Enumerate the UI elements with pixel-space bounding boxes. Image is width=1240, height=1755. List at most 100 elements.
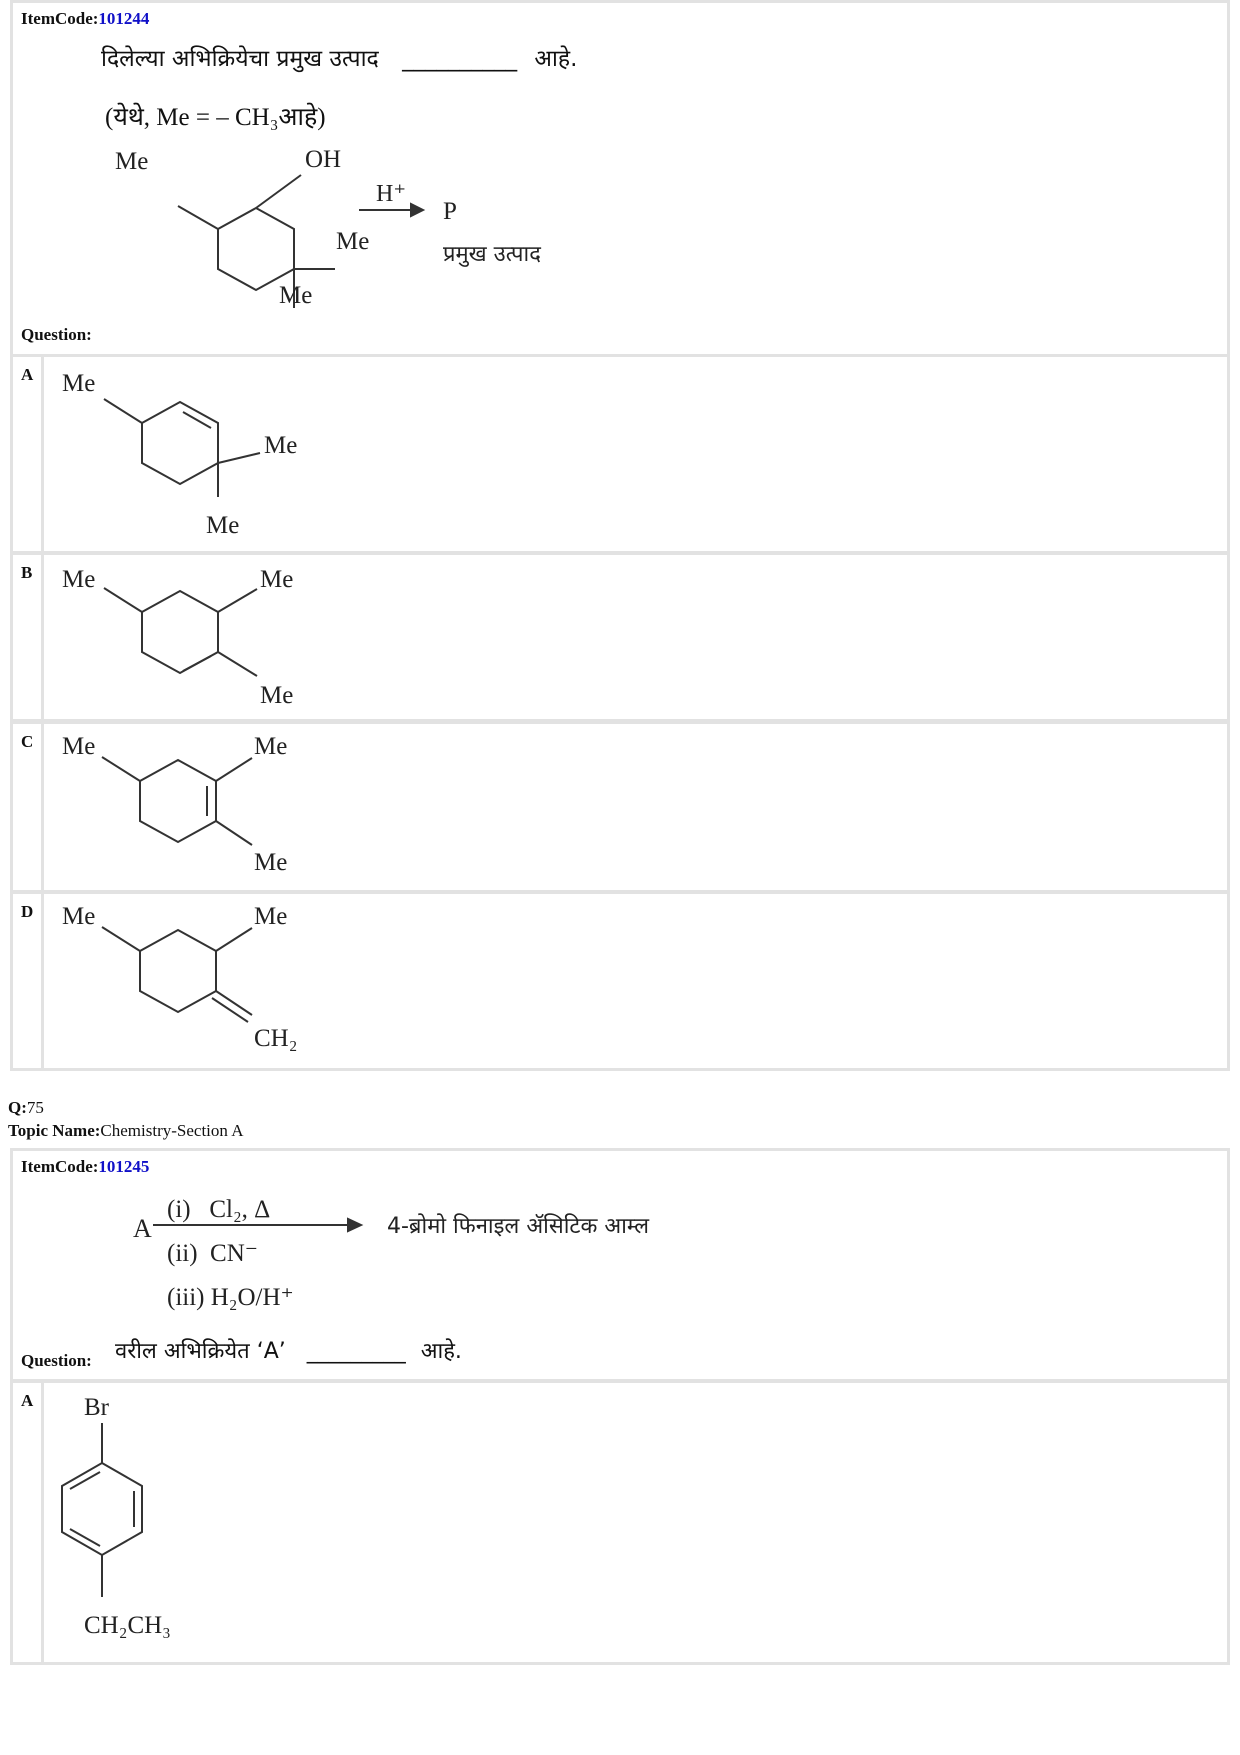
bond-me-top xyxy=(101,756,141,782)
arrowhead-icon xyxy=(410,202,426,218)
benzene-ring xyxy=(61,1461,143,1557)
item-code: ItemCode:101244 xyxy=(21,9,149,29)
option-letter: C xyxy=(21,732,34,751)
label-oh: OH xyxy=(305,146,341,173)
label-me-2: Me xyxy=(254,733,287,760)
bond-me-topright xyxy=(217,588,258,613)
label-me-2: Me xyxy=(254,903,287,930)
structure-q75-a: Br CH₂CH₃ xyxy=(61,1394,171,1639)
label-br: Br xyxy=(84,1394,110,1421)
exo-double-bond-2 xyxy=(211,997,249,1023)
step-3: (iii) H₂O/H⁺ xyxy=(167,1284,294,1311)
q75-option-a[interactable]: A Br CH₂CH₃ xyxy=(10,1380,1230,1665)
label-me-2: Me xyxy=(260,566,293,593)
question-75-header: Q:75 Topic Name:Chemistry-Section A xyxy=(8,1098,243,1141)
statement-text: दिलेल्या अभिक्रियेचा प्रमुख उत्पाद xyxy=(101,46,379,72)
product-note: प्रमुख उत्पाद xyxy=(443,242,541,267)
question-text-line: वरील अभिक्रियेत ‘A’ _________ आहे. xyxy=(115,1335,462,1365)
bond-oh xyxy=(255,174,302,209)
option-c[interactable]: C Me Me Me xyxy=(10,721,1230,893)
bond-me xyxy=(177,205,219,230)
label-me-1: Me xyxy=(62,370,95,397)
label-me-2: Me xyxy=(264,432,297,459)
double-bond xyxy=(182,411,212,429)
option-cell: Br CH₂CH₃ xyxy=(41,1383,1227,1662)
label-me-1: Me xyxy=(62,733,95,760)
statement-line-2: (येथे, Me = – CH₃आहे) xyxy=(105,104,326,131)
product-label: P xyxy=(443,198,457,225)
label-me-3: Me xyxy=(260,682,293,709)
statement-line-1: दिलेल्या अभिक्रियेचा प्रमुख उत्पाद _____… xyxy=(101,41,577,73)
structure-d: Me Me CH₂ xyxy=(62,903,297,1052)
bond-me-topright xyxy=(215,927,253,952)
ring xyxy=(139,758,217,844)
label-me-3: Me xyxy=(279,282,312,309)
option-letter: B xyxy=(21,563,33,582)
label-me-1: Me xyxy=(62,903,95,930)
label-me-3: Me xyxy=(206,512,239,539)
label-me-1: Me xyxy=(62,566,95,593)
topic-line: Topic Name:Chemistry-Section A xyxy=(8,1121,243,1141)
bond-me-top xyxy=(101,926,141,952)
option-cell: Me Me Me xyxy=(41,555,1227,719)
item-code-value: 101245 xyxy=(98,1157,150,1176)
option-letter: D xyxy=(21,902,34,921)
q-number: 75 xyxy=(26,1098,44,1117)
question-74-box: ItemCode:101244 दिलेल्या अभिक्रियेचा प्र… xyxy=(10,0,1230,358)
ring xyxy=(141,400,219,486)
bond-me-bottomright xyxy=(217,651,258,677)
answer-blank: _________ xyxy=(306,1339,406,1364)
step-1: (i) Cl₂, Δ xyxy=(167,1196,270,1223)
item-code-value: 101244 xyxy=(98,9,150,28)
ring xyxy=(139,928,217,1014)
arrowhead-icon xyxy=(347,1217,364,1233)
question-75-box: ItemCode:101245 A (i) Cl₂, Δ (ii) CN⁻ (i… xyxy=(10,1148,1230,1382)
question-number: Q:75 xyxy=(8,1098,243,1118)
structure-a: Me Me Me xyxy=(62,370,297,539)
reaction-scheme: A (i) Cl₂, Δ (ii) CN⁻ (iii) H₂O/H⁺ 4-ब्र… xyxy=(133,1196,650,1311)
bond-me-topright xyxy=(215,757,253,782)
reaction-scheme: Me OH Me Me H⁺ P प्रमुख उत्पाद xyxy=(115,146,541,309)
option-cell: Me Me Me xyxy=(41,724,1227,890)
reactant-label: A xyxy=(133,1214,152,1243)
option-cell: Me Me Me xyxy=(41,357,1227,551)
label-me-1: Me xyxy=(115,148,148,175)
structure-b: Me Me Me xyxy=(62,566,293,709)
product-label: 4-ब्रोमो फिनाइल ॲसिटिक आम्ल xyxy=(387,1213,650,1239)
double-bond xyxy=(182,655,212,672)
bond-me-top xyxy=(103,587,143,613)
option-a[interactable]: A Me Me Me xyxy=(10,354,1230,554)
inner-bond-2 xyxy=(69,1528,101,1547)
question-end: आहे. xyxy=(420,1339,462,1364)
option-letter: A xyxy=(21,365,34,384)
topic-label: Topic Name: xyxy=(8,1121,101,1140)
reagent-label: H⁺ xyxy=(376,181,406,207)
label-me-2: Me xyxy=(336,228,369,255)
bond-me-right xyxy=(217,452,261,464)
ring xyxy=(141,589,219,675)
step-2: (ii) CN⁻ xyxy=(167,1240,258,1267)
option-cell: Me Me CH₂ xyxy=(41,894,1227,1068)
question-text: वरील अभिक्रियेत ‘A’ xyxy=(115,1339,286,1364)
option-b[interactable]: B Me Me Me xyxy=(10,552,1230,722)
label-ethyl: CH₂CH₃ xyxy=(84,1612,171,1639)
label-ch2: CH₂ xyxy=(254,1025,297,1052)
item-code-label: ItemCode: xyxy=(21,1157,99,1176)
option-letter: A xyxy=(21,1391,34,1410)
inner-bond-3 xyxy=(69,1471,101,1490)
topic-value: Chemistry-Section A xyxy=(100,1121,244,1140)
q-label: Q: xyxy=(8,1098,27,1117)
question-label: Question: xyxy=(21,1351,92,1370)
cyclohexane-ring xyxy=(217,206,295,292)
statement-end: आहे. xyxy=(534,46,578,72)
bond-me-top xyxy=(103,398,143,424)
item-code-label: ItemCode: xyxy=(21,9,99,28)
option-d[interactable]: D Me Me CH₂ xyxy=(10,891,1230,1071)
exo-double-bond-1 xyxy=(215,990,253,1016)
question-label: Question: xyxy=(21,325,92,344)
label-me-3: Me xyxy=(254,849,287,876)
structure-c: Me Me Me xyxy=(62,733,287,876)
answer-blank: __________ xyxy=(402,46,518,72)
item-code: ItemCode:101245 xyxy=(21,1157,149,1177)
bond-me-bottomright xyxy=(215,820,253,846)
